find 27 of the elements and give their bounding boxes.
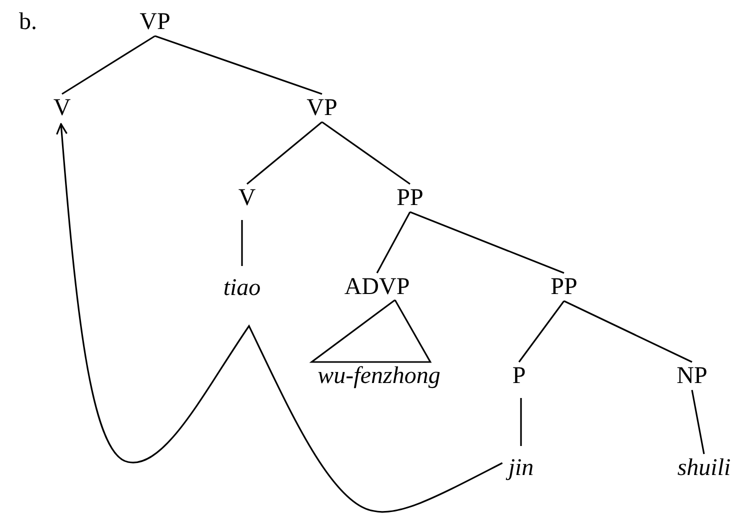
word-label: jin — [508, 456, 534, 480]
tree-branch — [241, 220, 243, 266]
tree-branch — [322, 121, 410, 185]
category-label: VP — [140, 10, 170, 34]
category-label: VP — [306, 96, 338, 120]
tree-branch — [410, 211, 564, 274]
tree-branch — [246, 121, 322, 185]
category-label: P — [512, 364, 526, 388]
tree-branch — [376, 212, 411, 274]
category-label: V — [238, 186, 256, 210]
tree-branch — [564, 300, 692, 363]
triangle-branch — [309, 298, 432, 363]
category-label: NP — [676, 364, 708, 388]
category-label: ADVP — [344, 275, 410, 299]
word-label: shuili — [677, 456, 731, 480]
category-label: V — [53, 96, 71, 120]
movement-arrow — [56, 123, 503, 512]
tree-branch — [691, 390, 705, 454]
word-label: tiao — [223, 276, 261, 300]
tree-branch — [520, 398, 522, 446]
category-label: PP — [396, 186, 424, 210]
tree-branch — [62, 35, 156, 95]
tree-branch — [154, 35, 322, 95]
word-label: wu-fenzhong — [318, 364, 440, 388]
example-letter: b. — [19, 10, 37, 34]
tree-branch — [518, 300, 565, 362]
category-label: PP — [550, 275, 578, 299]
